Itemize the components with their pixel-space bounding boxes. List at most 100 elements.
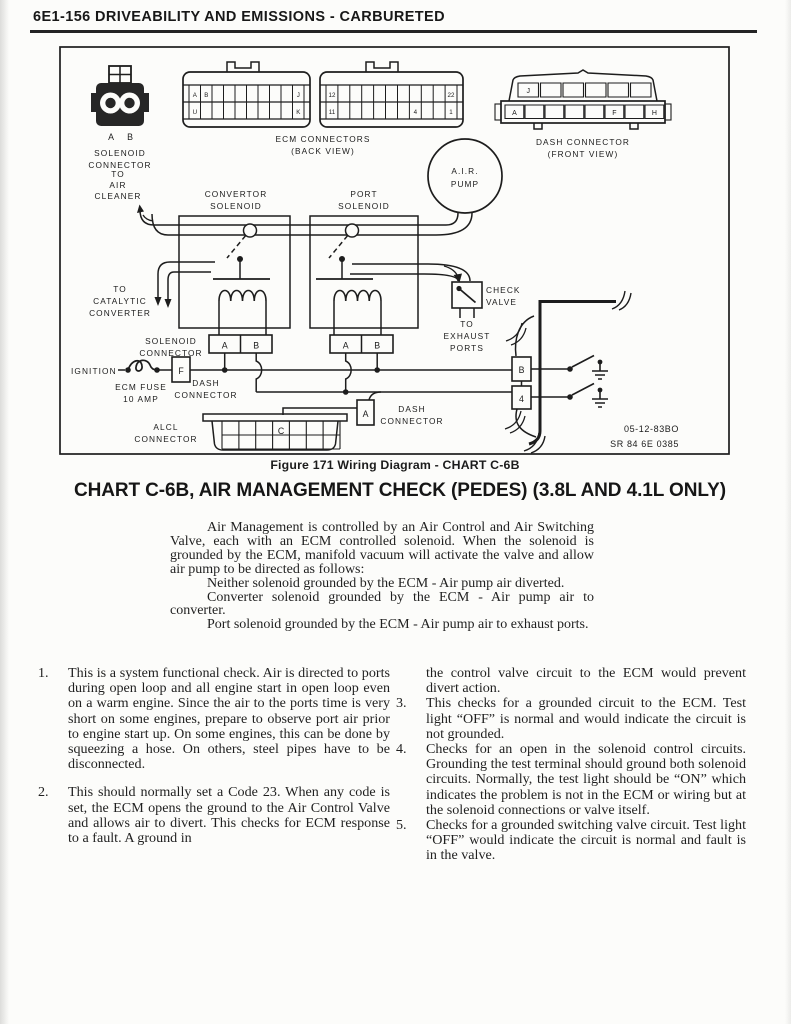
item-number: 3.: [396, 695, 407, 712]
dash-connector-label: (FRONT VIEW): [548, 149, 619, 159]
dash-connector-f-label: CONNECTOR: [174, 390, 237, 400]
dash-connector-a-pin: [356, 399, 375, 426]
air-pipes: [137, 204, 473, 308]
check-valve-label: VALVE: [486, 297, 517, 307]
header-rule: [30, 30, 757, 33]
lower-wiring: F A: [118, 353, 512, 426]
item-text: Checks for a grounded switching valve ci…: [426, 817, 746, 864]
port-solenoid-label: PORT: [350, 189, 377, 199]
air-pump-label: PUMP: [451, 179, 479, 189]
right-harness: B 4: [504, 290, 632, 454]
ignition-label: IGNITION: [71, 366, 117, 376]
pin-b-label: B: [127, 132, 133, 142]
item-text: This should normally set a Code 23. When…: [68, 784, 390, 847]
ecm1-pin-a: A: [193, 92, 198, 99]
left-column: 1. This is a system functional check. Ai…: [38, 665, 390, 846]
ecm1-pin-u: U: [193, 109, 197, 116]
dash-connector-a-label: CONNECTOR: [380, 416, 443, 426]
date-code: SR 84 6E 0385: [610, 439, 679, 449]
date-code: 05-12-83BO: [624, 424, 679, 434]
item-text: Checks for an open in the solenoid contr…: [426, 741, 746, 818]
to-catalytic-label: TO: [113, 284, 127, 294]
to-exhaust-ports-label: EXHAUST: [444, 331, 491, 341]
dash-pin-f: F: [612, 110, 616, 117]
ecm-connectors-label: (BACK VIEW): [291, 146, 355, 156]
solenoid-pin-block-1: A B: [208, 334, 273, 354]
air-pump: A.I.R. PUMP: [427, 138, 503, 214]
pin-4: 4: [519, 394, 524, 404]
ecm2-pin-4: 4: [414, 109, 418, 116]
ecm-connectors-label: ECM CONNECTORS: [276, 134, 371, 144]
dash-pin-a: A: [512, 110, 517, 117]
ecm-connector-1: A B J U K: [182, 61, 311, 128]
list-item: 3. This checks for a grounded circuit to…: [396, 696, 746, 742]
pin-a: A: [363, 409, 369, 419]
item-text: This is a system functional check. Air i…: [68, 665, 390, 773]
air-pump-label: A.I.R.: [451, 166, 478, 176]
solenoid-connector-icon: A B SOLENOID CONNECTOR: [88, 65, 151, 170]
ecm2-pin-12: 12: [329, 92, 336, 99]
alcl-pin-c: C: [278, 426, 285, 436]
check-valve-label: CHECK: [486, 285, 521, 295]
to-catalytic-label: CATALYTIC: [93, 296, 147, 306]
pin-b: B: [519, 365, 525, 375]
to-air-cleaner-label: AIR: [109, 180, 126, 190]
item-number: 5.: [396, 817, 407, 834]
block1-pin-a: A: [222, 341, 228, 351]
alcl-label: CONNECTOR: [134, 434, 197, 444]
diagram-labels: TO AIR CLEANER CONVERTOR SOLENOID PORT S…: [71, 169, 679, 449]
intro-paragraph: Port solenoid grounded by the ECM - Air …: [207, 617, 589, 633]
diagram-border: [59, 46, 730, 455]
list-item: 4. Checks for an open in the solenoid co…: [396, 741, 746, 818]
page-header: 6E1-156 DRIVEABILITY AND EMISSIONS - CAR…: [33, 9, 445, 25]
item-text: This checks for a grounded circuit to th…: [426, 695, 746, 742]
ecm1-pin-k: K: [296, 109, 301, 116]
figure-caption: Figure 171 Wiring Diagram - CHART C-6B: [270, 458, 520, 472]
item-text: the control valve circuit to the ECM wou…: [426, 665, 746, 697]
solenoid-pin-block-2: A B: [329, 334, 394, 354]
convertor-solenoid: [178, 215, 291, 335]
check-valve: CHECK VALVE: [451, 281, 521, 318]
item-number: [396, 666, 426, 696]
intro-paragraph: Neither solenoid grounded by the ECM - A…: [207, 575, 565, 591]
block2-pin-b: B: [374, 341, 380, 351]
ecm1-pin-j: J: [297, 92, 300, 99]
ecm1-pin-b: B: [204, 92, 208, 99]
list-item: 5. Checks for a grounded switching valve…: [396, 817, 746, 864]
intro-paragraph: Air Management is controlled by an Air C…: [170, 520, 594, 577]
intro-text: Air Management is controlled by an Air C…: [170, 521, 594, 632]
solenoid-connector-label: SOLENOID: [94, 148, 146, 158]
ecm2-pin-1: 1: [449, 109, 453, 116]
list-item-continuation: the control valve circuit to the ECM wou…: [396, 665, 746, 697]
list-item: 2. This should normally set a Code 23. W…: [38, 785, 390, 846]
dash-connector-f-label: DASH: [192, 378, 219, 388]
to-air-cleaner-label: CLEANER: [95, 191, 142, 201]
to-catalytic-label: CONVERTER: [89, 308, 151, 318]
dash-pin-h: H: [652, 110, 657, 117]
to-exhaust-ports-label: PORTS: [450, 343, 484, 353]
ecm2-pin-22: 22: [448, 92, 455, 99]
to-exhaust-ports-label: TO: [460, 319, 474, 329]
pin-f: F: [178, 366, 184, 376]
block1-pin-b: B: [253, 341, 259, 351]
chart-title: CHART C-6B, AIR MANAGEMENT CHECK (PEDES)…: [74, 480, 726, 501]
alcl-label: ALCL: [153, 422, 178, 432]
ecm-connector-2: 12 22 11 4 1: [319, 61, 464, 128]
to-air-cleaner-label: TO: [111, 169, 125, 179]
dash-connector-front: J A F H DASH CONNECTOR (FRONT VIEW): [494, 69, 672, 159]
solenoid-connector-label: CONNECTOR: [88, 160, 151, 170]
port-solenoid: [309, 215, 419, 335]
wiring-diagram: A B SOLENOID CONNECTOR A B J U K: [59, 46, 730, 455]
ecm-fuse-label: 10 AMP: [123, 394, 159, 404]
alcl-connector: C: [202, 413, 348, 451]
right-column: the control valve circuit to the ECM wou…: [396, 665, 746, 864]
convertor-solenoid-label: SOLENOID: [210, 201, 262, 211]
port-solenoid-label: SOLENOID: [338, 201, 390, 211]
item-number: 1.: [38, 665, 49, 681]
pin-a-label: A: [108, 132, 114, 142]
block2-pin-a: A: [343, 341, 349, 351]
solenoid-connector-callout: SOLENOID: [145, 336, 197, 346]
item-number: 2.: [38, 784, 49, 801]
item-number: 4.: [396, 741, 407, 758]
